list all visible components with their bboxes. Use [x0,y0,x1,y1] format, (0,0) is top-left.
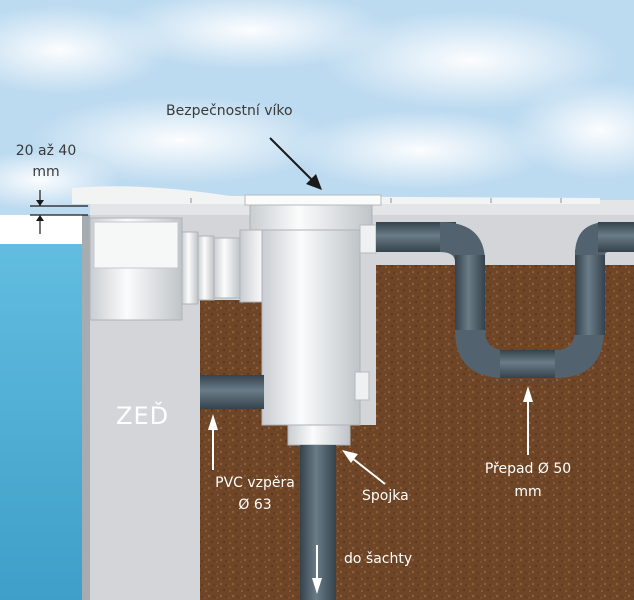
label-overflow: Přepad Ø 50 [484,461,572,477]
skimmer-collar [249,203,373,231]
skimmer-side-stub [354,371,370,401]
label-to-shaft: do šachty [344,551,413,567]
skimmer-body [261,204,361,426]
gap-arrow-down-icon [36,200,44,206]
label-strut: PVC vzpěra [215,475,295,491]
strut-arrow-icon [208,414,218,430]
clouds [0,0,634,210]
lid-arrow-line [269,137,315,183]
lid-arrow-icon [306,174,322,190]
coupling [287,424,351,446]
coping [72,186,600,204]
shaft-arrow-icon [312,578,322,594]
label-strut-size: Ø 63 [238,497,272,513]
coupling-arrow-line [351,457,386,485]
pvc-strut [200,375,264,409]
skimmer-outlet-stub [359,224,377,254]
label-wall: ZEĎ [116,402,170,430]
label-lid: Bezpečnostní víko [166,103,293,119]
label-coupling: Spojka [362,488,409,504]
gap-arrow-up-icon [36,215,44,221]
safety-lid [244,194,382,206]
label-overflow-unit: mm [514,484,542,500]
label-gap-unit: mm [32,164,60,180]
overflow-arrow-icon [523,386,533,402]
label-gap-value: 20 až 40 [15,143,77,159]
overflow-pipe [376,222,634,378]
coupling-arrow-icon [342,450,358,463]
pool-water [0,244,90,600]
skimmer-flap [93,221,179,269]
